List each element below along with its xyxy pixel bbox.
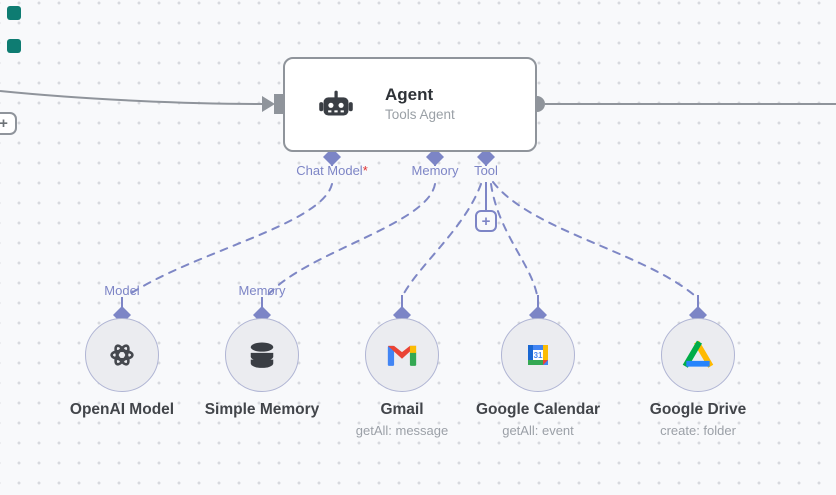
node-name: Google Drive (649, 401, 747, 418)
port-label-memory: Memory (238, 283, 286, 298)
node-openai-model[interactable]: Model OpenAI Model (42, 284, 202, 444)
node-circle[interactable] (85, 318, 159, 392)
node-name: Gmail (380, 401, 424, 418)
node-operation: getAll: event (502, 423, 574, 438)
node-name: Simple Memory (204, 401, 320, 418)
node-circle[interactable] (661, 318, 735, 392)
node-circle[interactable] (225, 318, 299, 392)
port-label-tool: Tool (474, 163, 498, 178)
node-gmail[interactable]: Gmail getAll: message (322, 284, 482, 444)
node-name: OpenAI Model (69, 401, 175, 418)
port-label-model: Model (104, 283, 140, 298)
plus-icon: + (481, 212, 491, 230)
node-operation: create: folder (660, 423, 736, 438)
canvas-plus-button[interactable]: + (0, 112, 17, 135)
agent-node-subtitle: Tools Agent (385, 107, 455, 123)
robot-icon (319, 90, 353, 116)
node-google-drive[interactable]: Google Drive create: folder (618, 284, 778, 444)
teal-marker (7, 6, 21, 20)
google-calendar-icon: 31 (528, 345, 548, 365)
teal-marker (7, 39, 21, 53)
port-label-memory: Memory (411, 163, 459, 178)
agent-node-title: Agent (385, 84, 434, 104)
openai-icon (110, 344, 134, 366)
node-circle[interactable] (365, 318, 439, 392)
plus-icon: + (0, 115, 8, 132)
node-simple-memory[interactable]: Memory Simple Memory (182, 284, 342, 444)
node-name: Google Calendar (475, 401, 601, 418)
add-tool-button[interactable]: + (475, 210, 497, 232)
svg-text:31: 31 (534, 351, 543, 360)
gmail-icon (387, 345, 417, 366)
node-google-calendar[interactable]: 31 Google Calendar getAll: event (458, 284, 618, 444)
required-marker: * (362, 163, 368, 178)
google-drive-icon (682, 340, 714, 368)
node-operation: getAll: message (355, 423, 449, 438)
port-label-chat-model: Chat Model* (296, 163, 368, 178)
agent-node[interactable]: Agent Tools Agent (283, 57, 537, 152)
node-circle[interactable]: 31 (501, 318, 575, 392)
database-icon (250, 342, 274, 368)
